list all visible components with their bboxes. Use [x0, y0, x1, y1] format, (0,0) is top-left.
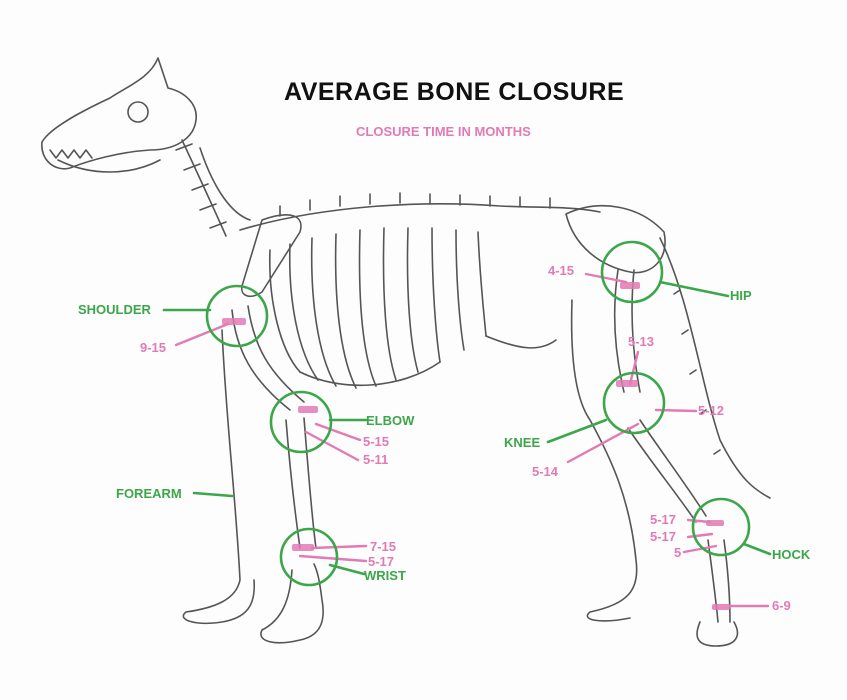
closure-mark-wrist — [292, 544, 314, 551]
closure-label-knee-right: 5-12 — [698, 403, 725, 418]
rib-cage — [268, 227, 487, 389]
eye-socket — [127, 101, 149, 123]
closure-label-knee-upper: 5-13 — [628, 334, 655, 349]
hip-circle — [600, 240, 664, 304]
shoulder-circle — [205, 284, 269, 348]
joint-circles — [205, 240, 751, 587]
closure-label-elbow-upper: 5-15 — [363, 434, 390, 449]
neck-vertebrae — [181, 139, 227, 237]
joint-label-shoulder: SHOULDER — [78, 302, 151, 317]
elbow-circle — [269, 390, 333, 454]
closure-label-hock-4: 6-9 — [772, 598, 791, 613]
joint-label-hock: HOCK — [772, 547, 811, 562]
closure-label-wrist-upper: 7-15 — [370, 539, 397, 554]
closure-label-hip: 4-15 — [548, 263, 575, 278]
closure-label-hock-3: 5 — [674, 545, 682, 560]
teeth — [49, 149, 93, 159]
joint-label-forearm: FOREARM — [116, 486, 182, 501]
tibia — [639, 419, 707, 517]
spine — [239, 203, 601, 231]
joint-label-wrist: WRIST — [364, 568, 406, 583]
metatarsal — [707, 539, 719, 623]
joint-label-elbow: ELBOW — [366, 413, 415, 428]
hock-circle — [691, 497, 751, 557]
radius-ulna — [285, 419, 301, 549]
knee-circle — [602, 371, 666, 435]
front-paw — [260, 563, 324, 644]
pelvis — [565, 204, 666, 274]
closure-label-wrist-lower: 5-17 — [368, 554, 395, 569]
closure-mark-hip — [620, 282, 640, 289]
jaw — [57, 159, 161, 173]
skull — [41, 57, 197, 170]
wrist-circle — [279, 527, 339, 587]
joint-label-hip: HIP — [730, 288, 752, 303]
closure-leaders — [174, 272, 770, 608]
closure-mark-elbow — [298, 406, 318, 413]
closure-label-shoulder: 9-15 — [140, 340, 167, 355]
joint-leaders — [162, 280, 772, 576]
closure-marks — [222, 282, 730, 610]
tail — [659, 237, 771, 499]
closure-label-hock-1: 5-17 — [650, 512, 677, 527]
body-outline — [199, 147, 557, 349]
closure-mark-metatarsal — [712, 604, 730, 610]
scapula — [240, 214, 302, 298]
hind-paw — [696, 621, 739, 647]
page-subtitle: CLOSURE TIME IN MONTHS — [356, 124, 531, 139]
closure-label-hock-2: 5-17 — [650, 529, 677, 544]
closure-label-elbow-lower: 5-11 — [363, 452, 389, 467]
closure-label-knee-lower: 5-14 — [532, 464, 559, 479]
page-title: AVERAGE BONE CLOSURE — [284, 78, 625, 106]
closure-mark-knee — [616, 380, 638, 387]
joint-label-knee: KNEE — [504, 435, 541, 450]
femur — [613, 269, 625, 393]
